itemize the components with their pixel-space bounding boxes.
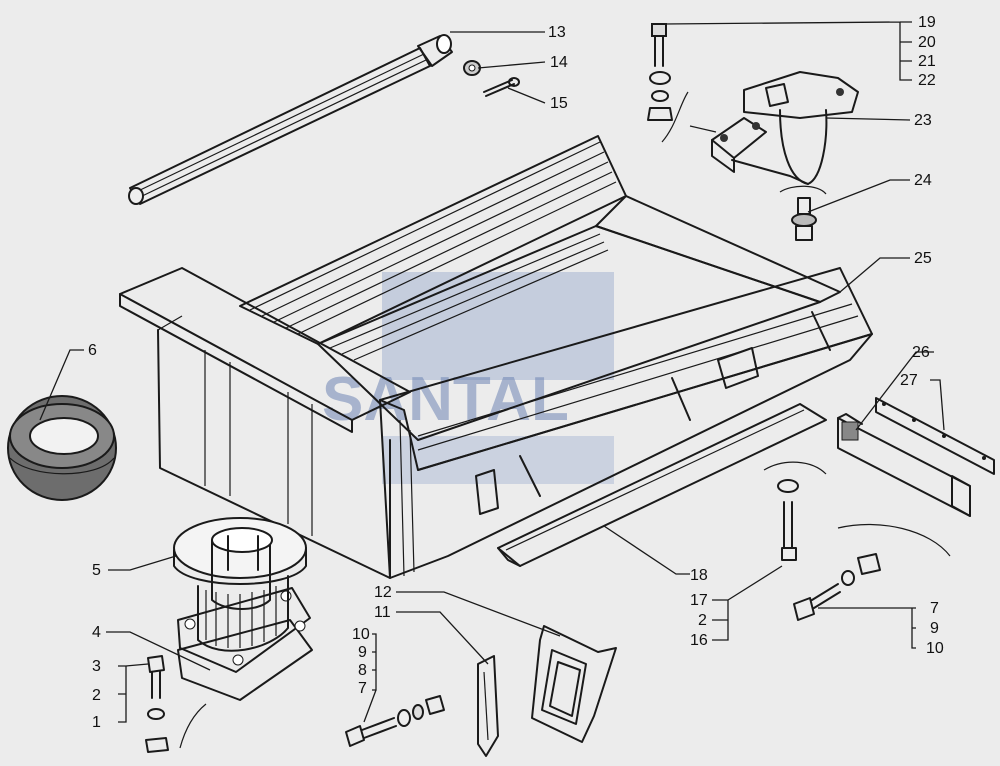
callout-9-right: 9 [930, 620, 939, 637]
callout-25: 25 [914, 250, 932, 267]
callout-18: 18 [690, 567, 708, 584]
callout-19: 19 [918, 14, 936, 31]
callout-4: 4 [92, 624, 101, 641]
callout-labels: 13 14 15 19 20 21 22 23 24 25 6 26 27 5 … [88, 14, 944, 731]
parts-7-10-right-bolt-set [793, 523, 951, 621]
callout-23: 23 [914, 112, 932, 129]
parts-7-10-lower-bolt-set [345, 695, 445, 747]
callout-7-left: 7 [358, 680, 367, 697]
part-18-angle-bar [497, 403, 827, 567]
callout-27: 27 [900, 372, 918, 389]
part-27-strip [875, 397, 995, 475]
callout-2-right: 2 [698, 612, 707, 629]
callout-24: 24 [914, 172, 932, 189]
part-13-rod [128, 34, 453, 205]
callout-3: 3 [92, 658, 101, 675]
callout-20: 20 [918, 34, 936, 51]
parts-1-3-bolt-set [145, 655, 207, 753]
callout-7-right: 7 [930, 600, 939, 617]
part-15-cotter-pin [483, 77, 520, 97]
callout-10-left: 10 [352, 626, 370, 643]
callout-26: 26 [912, 344, 930, 361]
callout-13: 13 [548, 24, 566, 41]
part-11-strap [477, 655, 499, 757]
part-25-dump-body [119, 135, 873, 579]
part-23-bracket [689, 71, 859, 185]
callout-16: 16 [690, 632, 708, 649]
leader-lines [39, 21, 945, 723]
callout-14: 14 [550, 54, 568, 71]
watermark-text: SANTAL [322, 365, 569, 434]
part-14-nut [463, 60, 481, 76]
parts-16-17-bolt [763, 461, 827, 561]
parts-19-22-bolt-stack [647, 23, 689, 143]
callout-22: 22 [918, 72, 936, 89]
callout-8: 8 [358, 662, 367, 679]
watermark-logo: SANTAL [322, 272, 614, 484]
callout-12: 12 [374, 584, 392, 601]
callout-21: 21 [918, 53, 936, 70]
part-5-flange-housing [173, 517, 313, 701]
callout-2-left: 2 [92, 687, 101, 704]
part-26-plate [837, 413, 971, 517]
callout-5: 5 [92, 562, 101, 579]
callout-15: 15 [550, 95, 568, 112]
callout-9-left: 9 [358, 644, 367, 661]
callout-11: 11 [374, 604, 391, 621]
part-12-pad [531, 625, 617, 743]
callout-1: 1 [92, 714, 101, 731]
callout-6: 6 [88, 342, 97, 359]
callout-10-right: 10 [926, 640, 944, 657]
callout-17: 17 [690, 592, 708, 609]
part-6-rubber-ring [7, 395, 117, 501]
part-24-stud [779, 185, 827, 241]
